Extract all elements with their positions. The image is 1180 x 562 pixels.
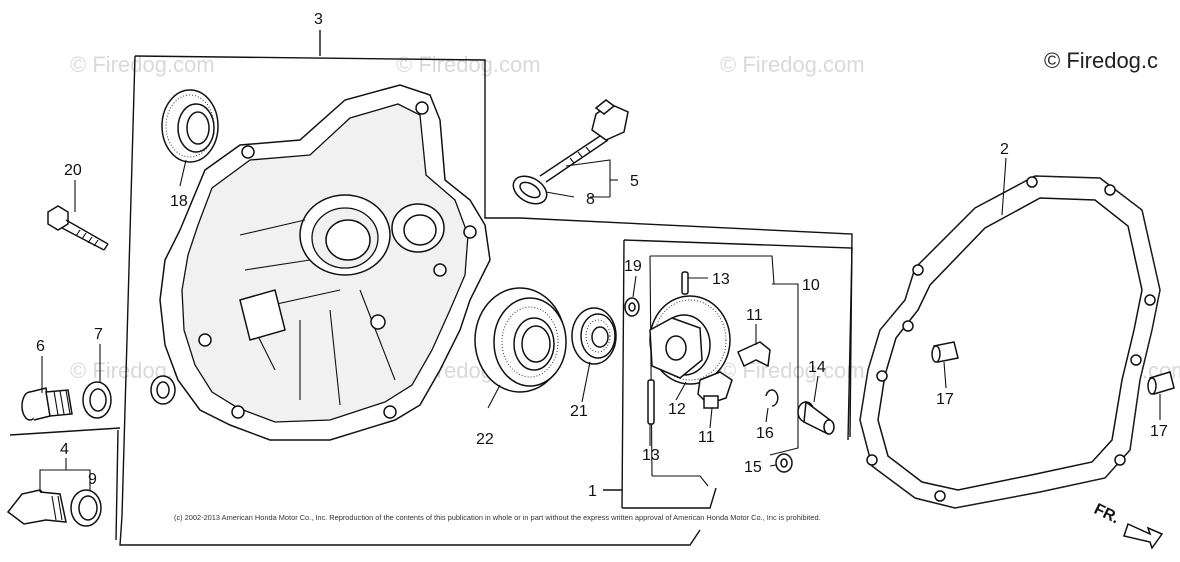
ball-bearing-21: [571, 307, 617, 365]
callout-2: 2: [1000, 141, 1009, 158]
washer-7: [82, 381, 112, 419]
governor-gear-12: [649, 295, 731, 385]
callout-7: 7: [94, 326, 103, 343]
direction-label: FR.: [1091, 501, 1122, 528]
filler-cap-4: [6, 489, 67, 525]
leader-lines: [39, 157, 1161, 492]
oil-level-gauge-5: [539, 99, 629, 183]
pins-13: [647, 271, 689, 425]
watermark-3: © Firedog.com: [720, 52, 865, 77]
callout-5: 5: [630, 173, 639, 190]
callout-13-bottom: 13: [642, 447, 660, 464]
callout-12: 12: [668, 401, 686, 418]
governor-slider-11: [697, 341, 771, 409]
callout-19: 19: [624, 258, 642, 275]
watermark-corner: © Firedog.c: [1044, 48, 1159, 73]
direction-arrow: FR.: [1091, 501, 1164, 550]
callout-21: 21: [570, 403, 588, 420]
callout-20: 20: [64, 162, 82, 179]
ball-bearing-22: [474, 287, 567, 393]
callout-17-left: 17: [936, 391, 954, 408]
crankcase-cover: [150, 84, 491, 441]
callout-11-top: 11: [746, 307, 763, 324]
callout-10: 10: [802, 277, 820, 294]
dowel-pin-17a: [931, 341, 959, 363]
copyright-notice: (c) 2002-2013 American Honda Motor Co., …: [174, 513, 821, 522]
callout-9: 9: [88, 471, 97, 488]
washer-19: [624, 297, 640, 317]
callout-13-top: 13: [712, 271, 730, 288]
drain-plug-6: [21, 387, 73, 421]
callout-numbers: 3 18 20 6 7 4 9 5 8 2 22 21 19 13 10 11 …: [36, 11, 1168, 500]
callout-15: 15: [744, 459, 762, 476]
flange-bolt-20: [47, 205, 109, 251]
callout-16: 16: [756, 425, 774, 442]
assembly-frame-4: [9, 427, 121, 541]
callout-17-right: 17: [1150, 423, 1168, 440]
dowel-pin-17b: [1147, 371, 1175, 395]
callout-11-bottom: 11: [698, 429, 715, 446]
callout-3: 3: [314, 11, 323, 28]
callout-22: 22: [476, 431, 494, 448]
o-ring-9: [70, 489, 102, 527]
o-ring-8: [512, 175, 548, 205]
oil-seal-18: [161, 89, 219, 163]
callout-4: 4: [60, 441, 69, 458]
watermark-2: © Firedog.com: [396, 52, 541, 77]
case-cover-gasket-2: [859, 175, 1161, 509]
governor-holder-14: [797, 400, 835, 436]
callout-14: 14: [808, 359, 826, 376]
washer-15: [775, 453, 793, 473]
callout-1: 1: [588, 483, 597, 500]
clip-16: [765, 389, 779, 407]
callout-6: 6: [36, 338, 45, 355]
callout-18: 18: [170, 193, 188, 210]
callout-8: 8: [586, 191, 595, 208]
